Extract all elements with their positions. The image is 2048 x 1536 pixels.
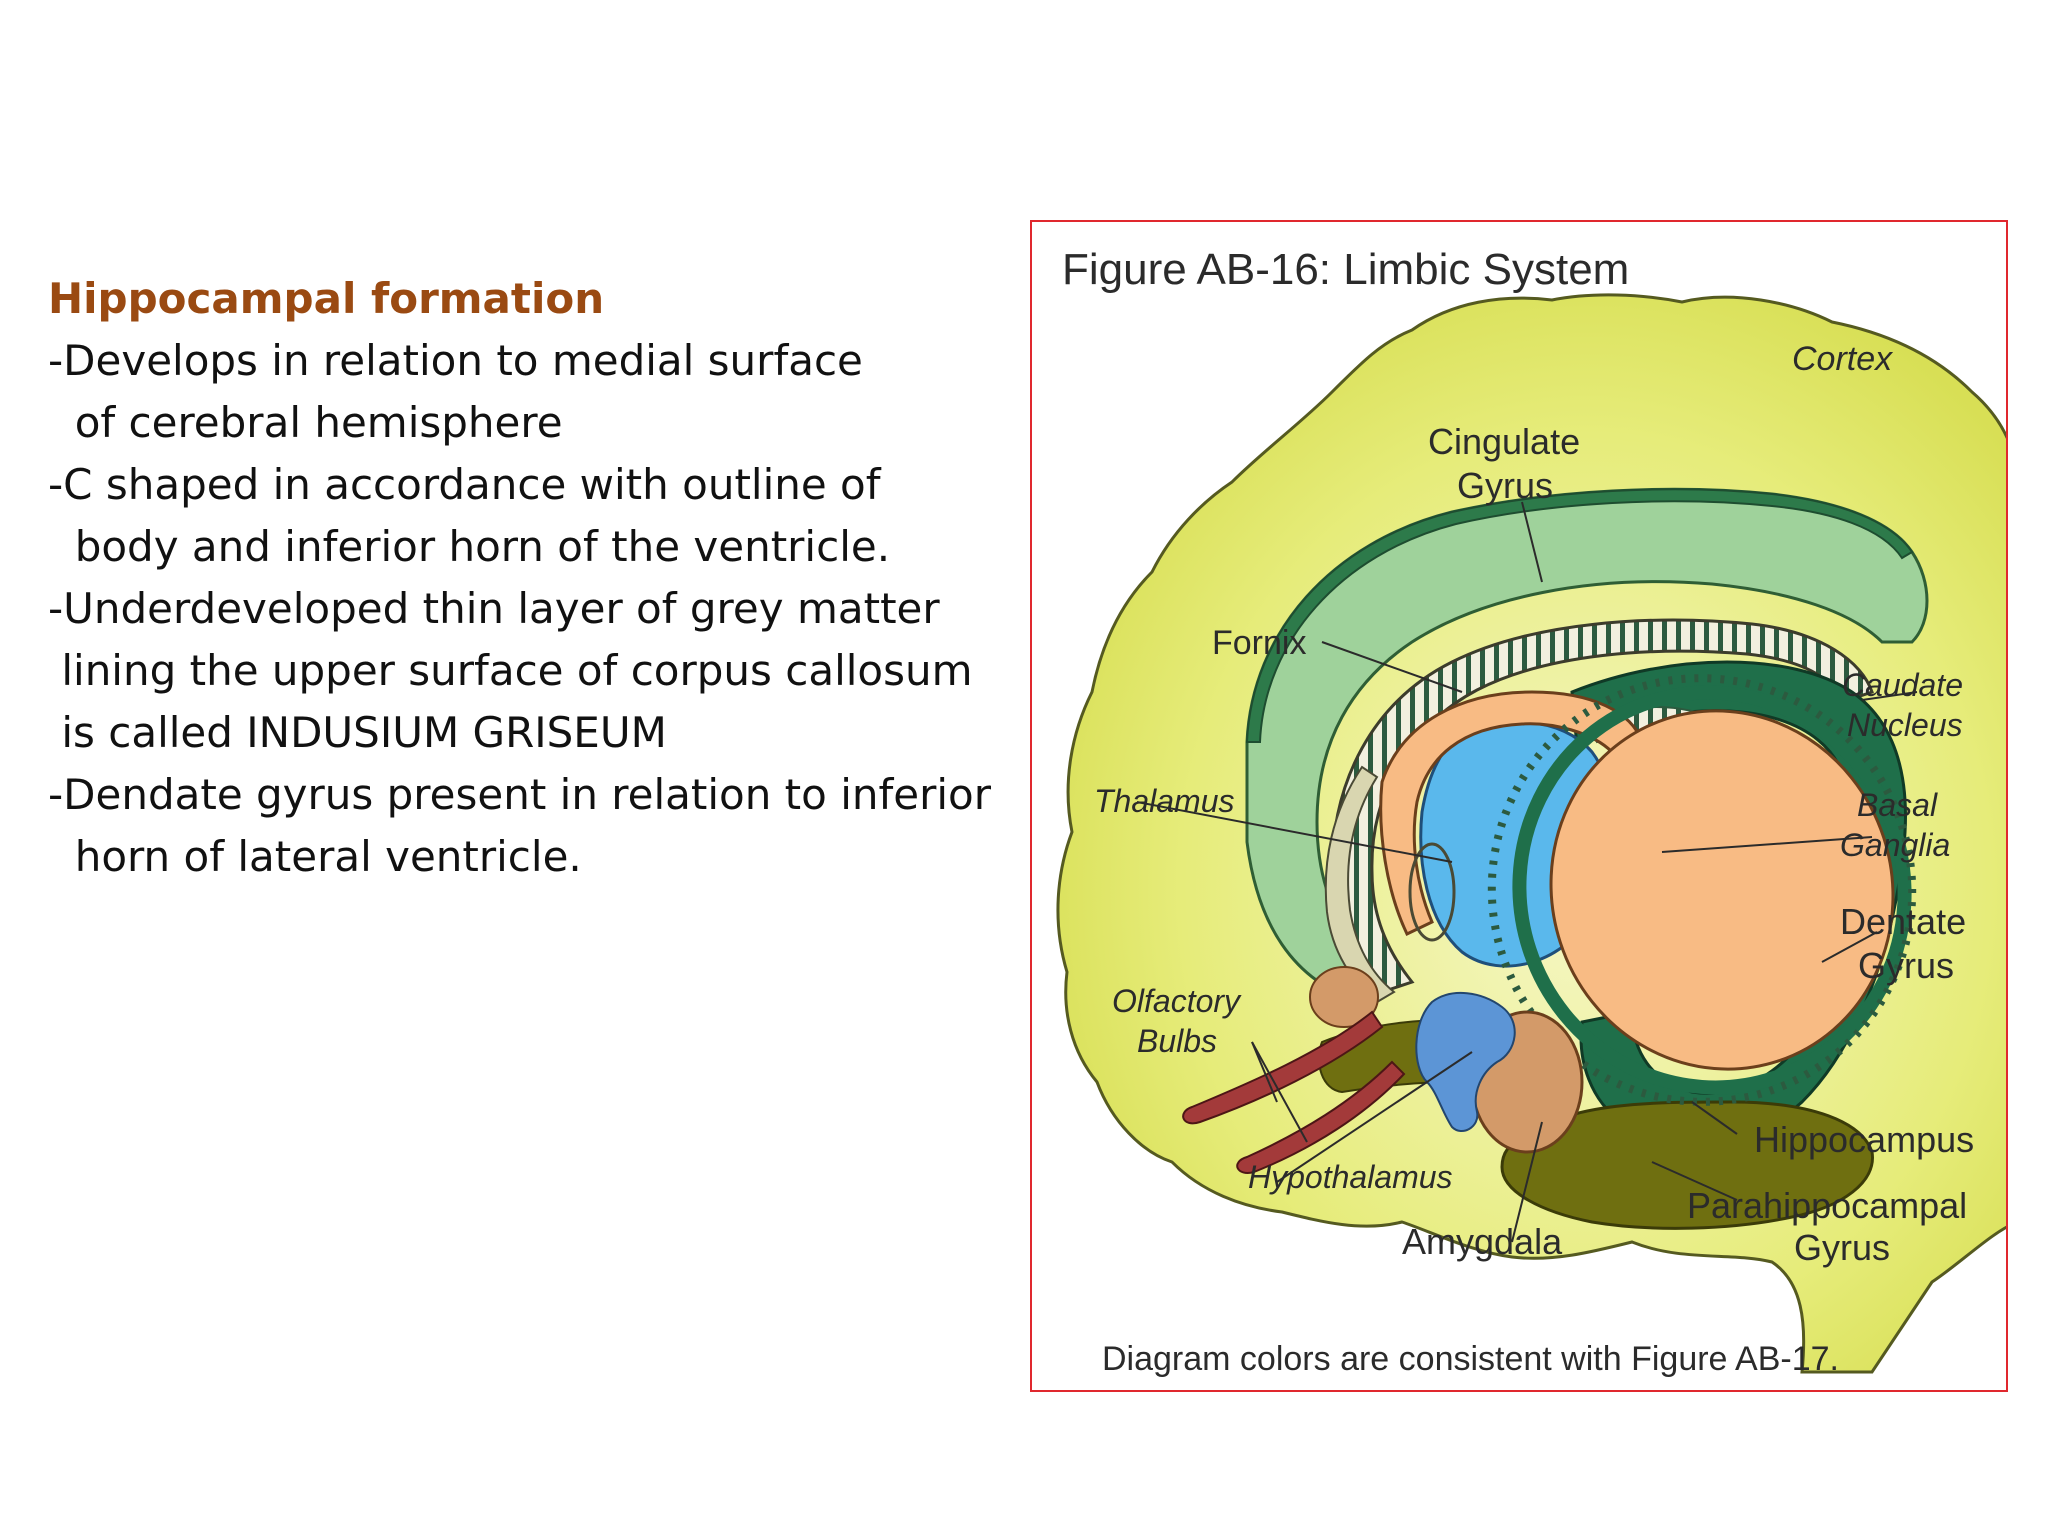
- olfactory-tract-2: [1236, 1060, 1406, 1174]
- bullet-line-7: is called INDUSIUM GRISEUM: [48, 708, 667, 757]
- fornix-body: [1324, 765, 1396, 1004]
- label-parahippocampal-1: Parahippocampal: [1687, 1185, 1967, 1226]
- cingulate-band: [1245, 488, 1914, 743]
- limbic-system-diagram: Figure AB-16: Limbic System: [1056, 245, 2006, 1378]
- label-olfactory-2: Bulbs: [1137, 1023, 1217, 1059]
- bullet-line-2: of cerebral hemisphere: [48, 398, 563, 447]
- label-cingulate-1: Cingulate: [1428, 421, 1580, 462]
- figure-frame: Figure AB-16: Limbic System: [1030, 220, 2008, 1392]
- hypothalamus-region: [1415, 991, 1516, 1132]
- bullet-line-3: -C shaped in accordance with outline of: [48, 460, 881, 509]
- bullet-line-4: body and inferior horn of the ventricle.: [48, 522, 891, 571]
- label-amygdala: Amygdala: [1402, 1221, 1563, 1262]
- basal-ganglia-rim-ribs: [1487, 674, 1917, 1106]
- basal-ganglia-region: [1549, 709, 1895, 1071]
- label-hypothalamus: Hypothalamus: [1248, 1159, 1453, 1195]
- label-fornix: Fornix: [1212, 624, 1306, 662]
- bullet-line-6: lining the upper surface of corpus callo…: [48, 646, 973, 695]
- basal-ganglia-rim: [1512, 685, 1912, 1095]
- label-olfactory-1: Olfactory: [1112, 983, 1242, 1019]
- leader-lines: [1136, 501, 1918, 1243]
- label-cortex: Cortex: [1792, 340, 1893, 378]
- bullet-line-9: horn of lateral ventricle.: [48, 832, 582, 881]
- label-thalamus: Thalamus: [1094, 783, 1235, 819]
- label-basal-1: Basal: [1857, 787, 1938, 823]
- label-caudate-1: Caudate: [1842, 667, 1963, 703]
- fornix-loop: [1408, 842, 1456, 942]
- bullet-line-8: -Dendate gyrus present in relation to in…: [48, 770, 992, 819]
- slide-heading: Hippocampal formation: [48, 274, 605, 323]
- parahippocampal-region: [1500, 1100, 1874, 1230]
- label-cingulate-2: Gyrus: [1457, 465, 1553, 506]
- bullet-line-1: -Develops in relation to medial surface: [48, 336, 863, 385]
- text-block: Hippocampal formation -Develops in relat…: [48, 268, 1008, 888]
- label-hippocampus: Hippocampus: [1754, 1119, 1974, 1160]
- fornix-arch: [1330, 618, 1874, 994]
- figure-title: Figure AB-16: Limbic System: [1062, 245, 1629, 294]
- label-basal-2: Ganglia: [1840, 827, 1950, 863]
- figure-caption: Diagram colors are consistent with Figur…: [1102, 1340, 1839, 1378]
- amygdala-small: [1309, 966, 1379, 1028]
- label-parahippocampal-2: Gyrus: [1794, 1227, 1890, 1268]
- label-dentate-1: Dentate: [1840, 901, 1966, 942]
- label-caudate-2: Nucleus: [1847, 707, 1963, 743]
- olfactory-tract-1: [1182, 1010, 1384, 1125]
- bullet-line-5: -Underdeveloped thin layer of grey matte…: [48, 584, 940, 633]
- label-dentate-2: Gyrus: [1858, 945, 1954, 986]
